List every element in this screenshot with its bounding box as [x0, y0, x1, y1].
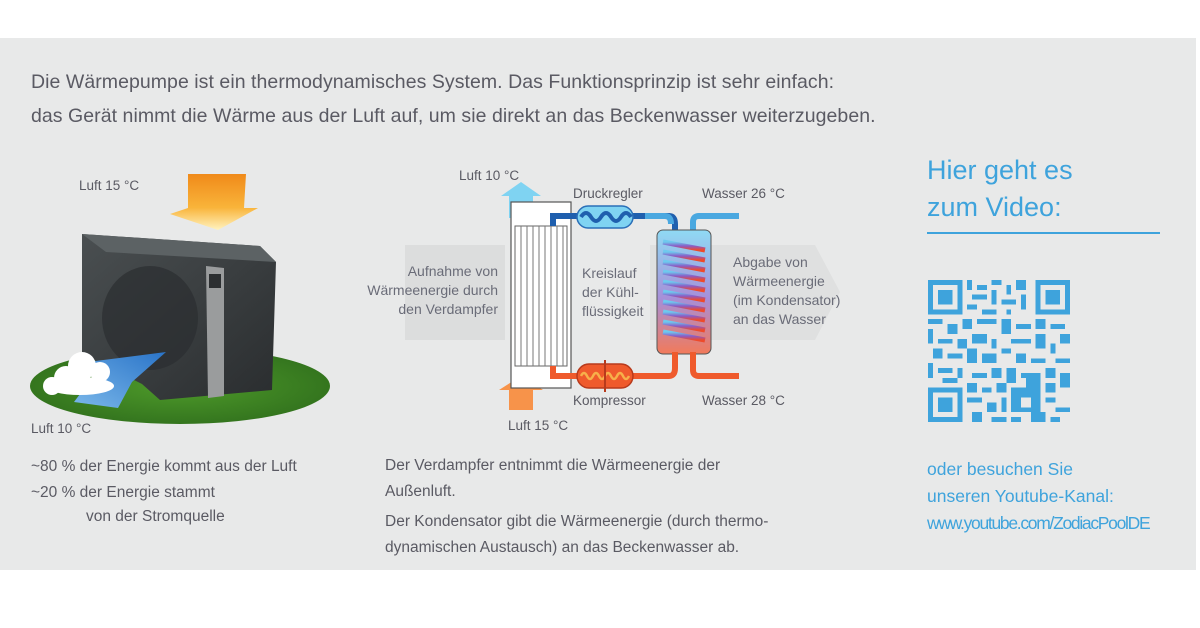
refrigerant-circuit-text: Kreislauf der Kühl- flüssigkeit: [582, 265, 644, 319]
cycle-air-out-label: Luft 10 °C: [459, 168, 520, 183]
intro-line-1: Die Wärmepumpe ist ein thermodynamisches…: [31, 71, 835, 93]
evaporator-text-1: Der Verdampfer entnimmt die Wärmeenergie…: [385, 457, 721, 474]
release-energy-text: Abgabe von Wärmeenergie (im Kondensator)…: [733, 254, 841, 327]
unit-air-out-label: Luft 10 °C: [31, 421, 92, 436]
video-divider: [927, 232, 1160, 234]
absorb-energy-block: [405, 245, 505, 340]
qr-code-icon[interactable]: [928, 280, 1070, 422]
energy-power-text-2: von der Stromquelle: [86, 508, 225, 525]
water-in-label: Wasser 26 °C: [702, 186, 785, 201]
absorb-energy-text: Aufnahme von Wärmeenergie durch den Verd…: [367, 263, 498, 317]
energy-power-text-1: ~20 % der Energie stammt: [31, 484, 215, 501]
water-out-label: Wasser 28 °C: [702, 393, 785, 408]
compressor-icon: [576, 360, 634, 392]
evaporator-icon: [510, 201, 572, 389]
unit-air-in-label: Luft 15 °C: [79, 178, 140, 193]
energy-statements: ~80 % der Energie kommt aus der Luft ~20…: [31, 454, 297, 530]
cloud-icon: [43, 352, 114, 395]
video-heading: Hier geht es zum Video:: [927, 155, 1073, 222]
youtube-channel-link[interactable]: www.youtube.com/ZodiacPoolDE: [927, 513, 1151, 533]
pressure-regulator-icon: [576, 205, 634, 229]
condenser-text-1: Der Kondensator gibt die Wärmeenergie (d…: [385, 513, 769, 530]
condenser-icon: [656, 229, 712, 355]
pressure-regulator-label: Druckregler: [573, 186, 643, 201]
heat-pump-illustration: [30, 174, 330, 424]
compressor-label: Kompressor: [573, 393, 646, 408]
condenser-text-2: dynamischen Austausch) an das Beckenwass…: [385, 539, 740, 556]
energy-air-text: ~80 % der Energie kommt aus der Luft: [31, 458, 297, 475]
youtube-visit-text: oder besuchen Sie unseren Youtube-Kanal:…: [927, 456, 1151, 537]
warm-air-arrow-icon: [170, 174, 258, 230]
intro-text: Die Wärmepumpe ist ein thermodynamisches…: [31, 65, 876, 133]
explanation-text: Der Verdampfer entnimmt die Wärmeenergie…: [385, 453, 768, 561]
evaporator-text-2: Außenluft.: [385, 483, 456, 500]
cycle-air-in-label: Luft 15 °C: [508, 418, 569, 433]
refrigerant-cycle-diagram: [405, 182, 840, 410]
intro-line-2: das Gerät nimmt die Wärme aus der Luft a…: [31, 105, 876, 127]
